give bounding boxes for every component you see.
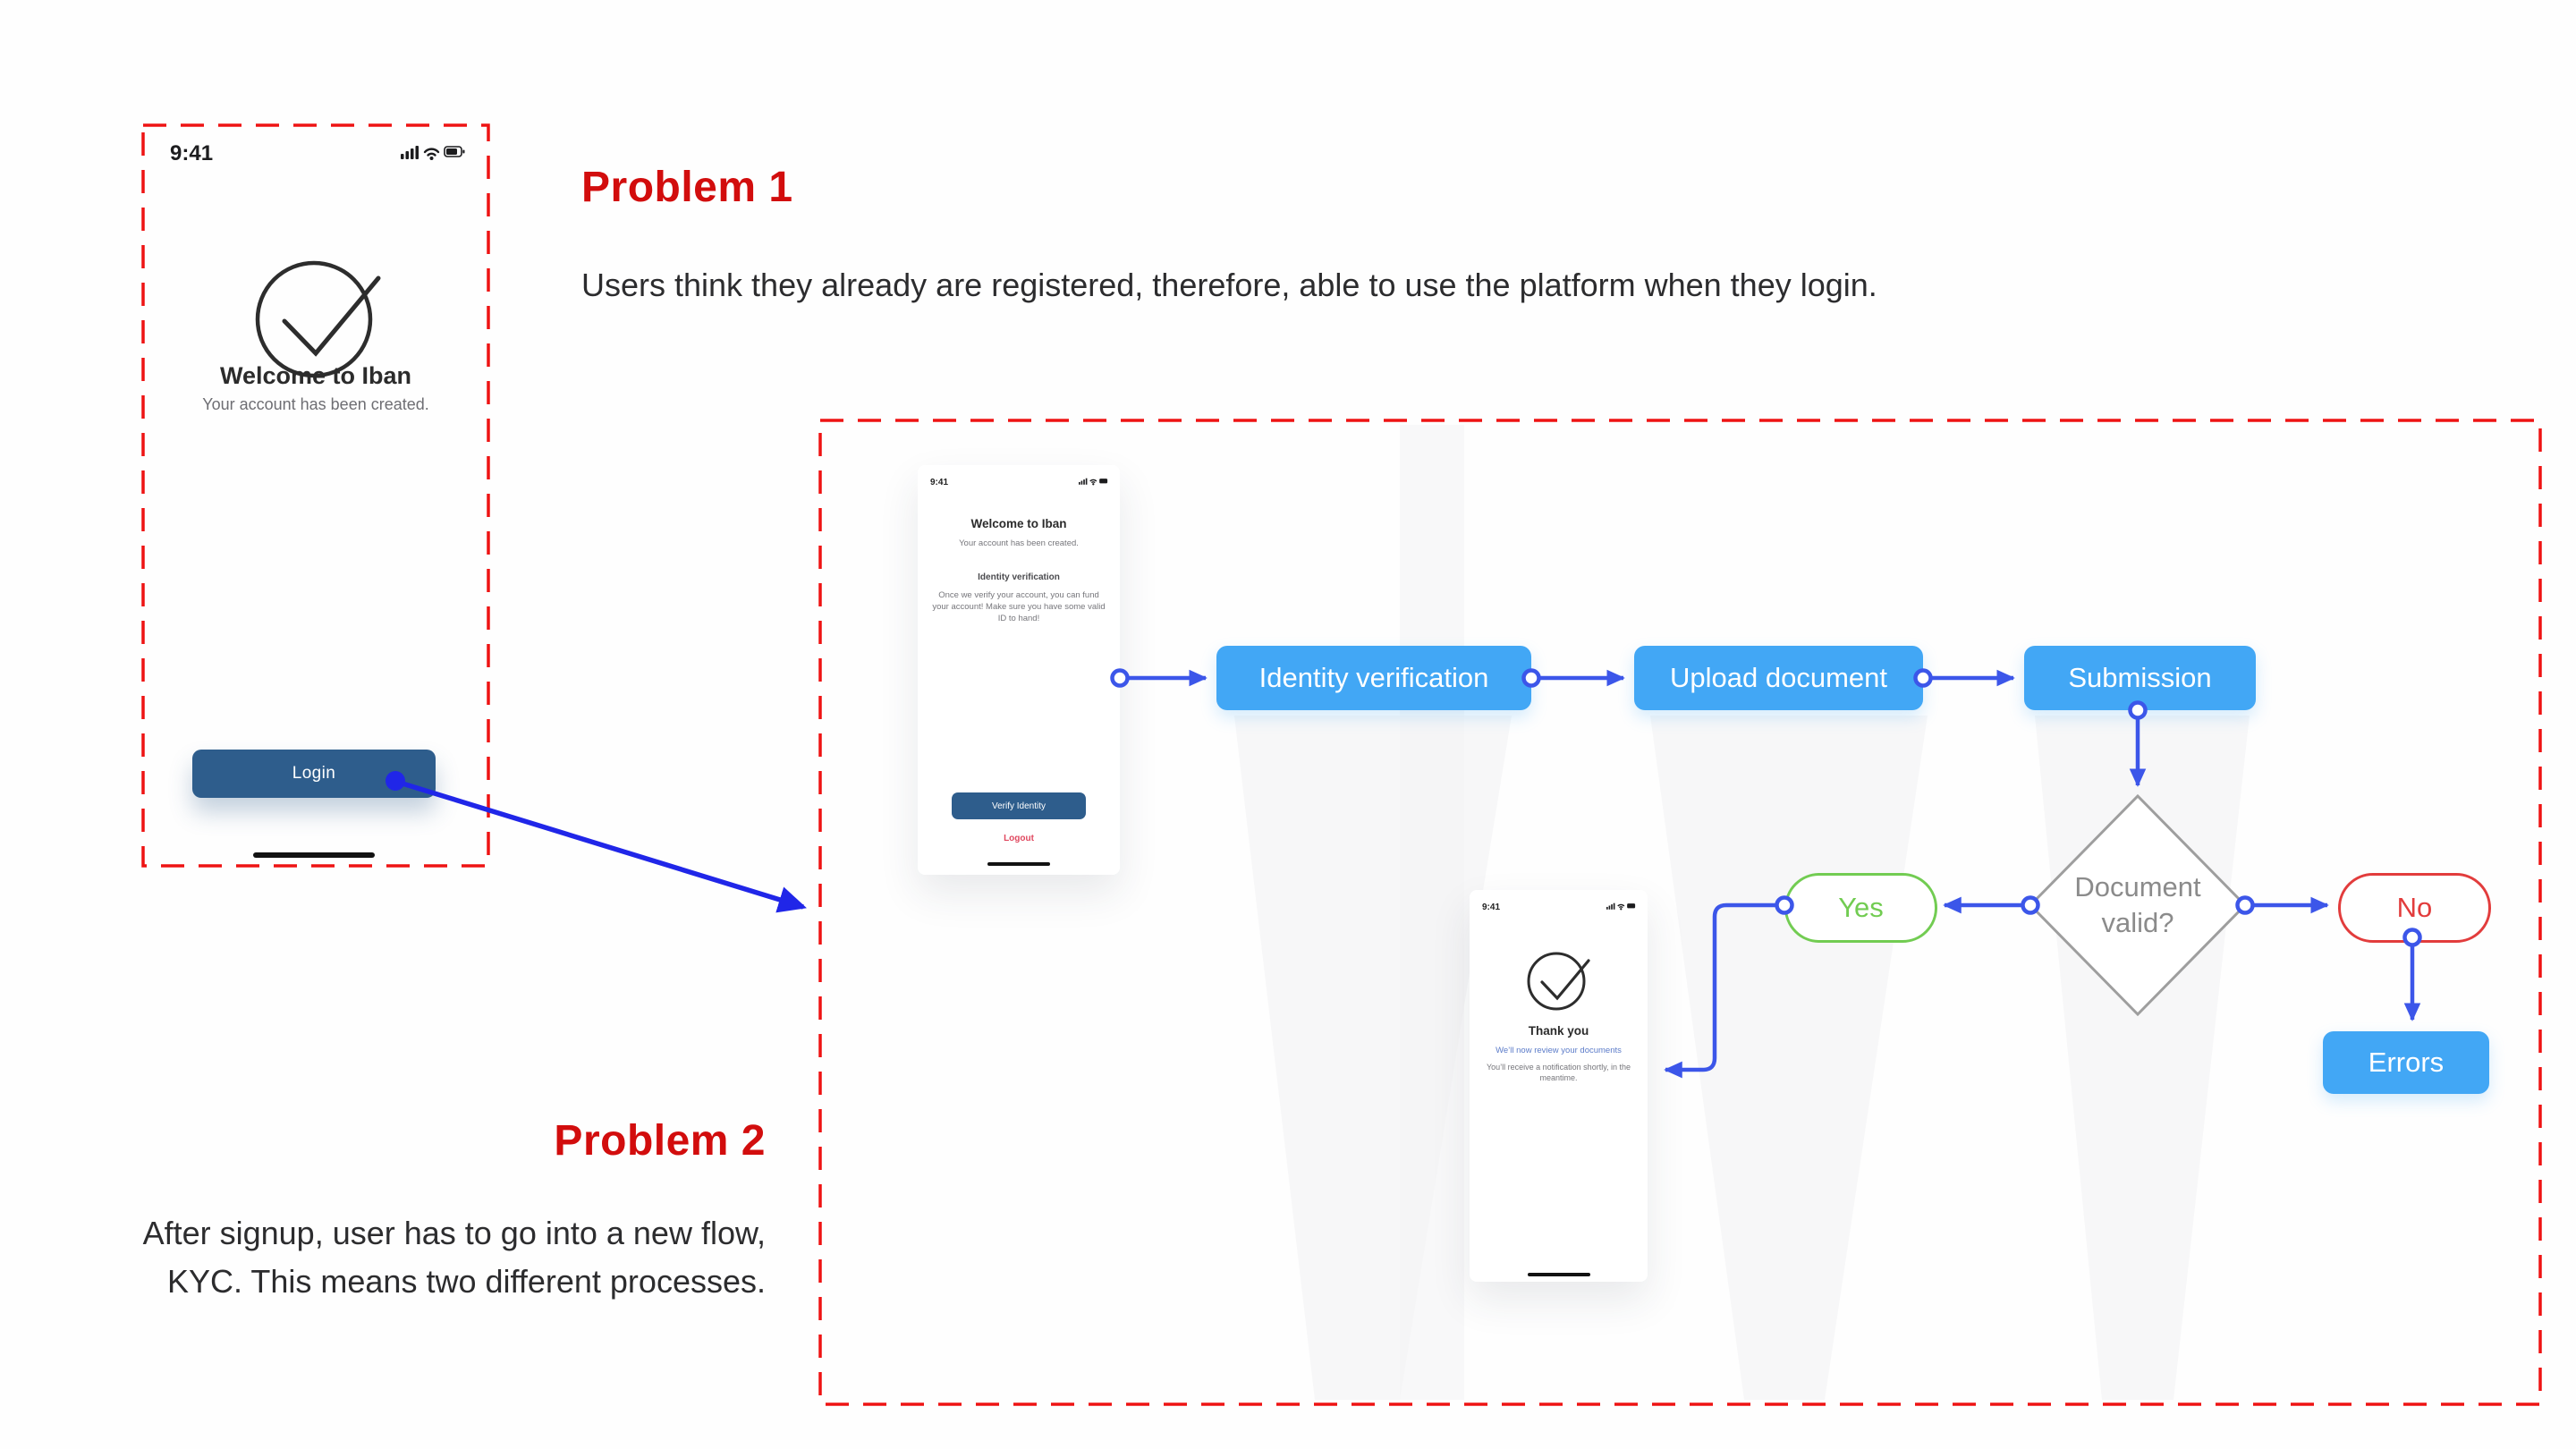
flow-step-submission: Submission <box>2024 646 2256 710</box>
decision-line-1: Document <box>2074 871 2201 902</box>
flow-yes-node: Yes <box>1784 873 1937 943</box>
kyc-phone-mockup: 9:41 Welcome to Iban Your account has be… <box>918 465 1120 875</box>
flow-no-node: No <box>2338 873 2491 943</box>
status-bar: 9:41 <box>170 141 465 166</box>
connector-dot <box>2235 895 2255 915</box>
decision-diamond-label: Document valid? <box>2048 869 2227 940</box>
notification-notice: You’ll receive a notification shortly, i… <box>1486 1063 1631 1083</box>
flow-step-identity-verification: Identity verification <box>1216 646 1531 710</box>
status-bar: 9:41 <box>930 474 1109 490</box>
signal-icon <box>401 145 419 159</box>
thank-you-phone-mockup: 9:41 Thank you We’ll now review your doc… <box>1470 890 1648 1282</box>
problem-1-title: Problem 1 <box>581 164 793 211</box>
welcome-title: Welcome to Iban <box>219 362 412 389</box>
problem-2-description: After signup, user has to go into a new … <box>142 1215 766 1300</box>
problem-1-description: Users think they already are registered,… <box>581 267 1877 303</box>
status-time: 9:41 <box>930 477 949 487</box>
home-indicator <box>987 862 1050 866</box>
status-time: 9:41 <box>170 141 214 165</box>
home-indicator <box>253 852 375 858</box>
problem-2-title: Problem 2 <box>554 1117 766 1165</box>
login-button[interactable]: Login <box>192 750 436 798</box>
flow-arrow-return <box>1664 902 1776 1079</box>
status-time: 9:41 <box>1482 902 1501 912</box>
connector-dot <box>2021 895 2040 915</box>
verification-instructions: Once we verify your account, you can fun… <box>932 590 1106 623</box>
status-bar: 9:41 <box>1482 899 1637 915</box>
status-icons <box>1079 474 1109 490</box>
status-icons <box>1606 899 1637 915</box>
login-phone-mockup: 9:41 <box>143 125 488 866</box>
check-circle-icon <box>1527 952 1590 1011</box>
wifi-icon <box>423 147 440 157</box>
status-icons <box>401 143 465 165</box>
account-created-subtitle: Your account has been created. <box>959 538 1079 548</box>
account-created-subtitle: Your account has been created. <box>202 395 429 413</box>
verify-identity-button[interactable]: Verify Identity <box>952 792 1086 819</box>
welcome-title: Welcome to Iban <box>970 517 1067 530</box>
flow-errors-node: Errors <box>2323 1031 2489 1094</box>
flow-step-upload-document: Upload document <box>1634 646 1923 710</box>
review-documents-line: We’ll now review your documents <box>1496 1046 1622 1055</box>
logout-link[interactable]: Logout <box>1004 834 1034 843</box>
thank-you-title: Thank you <box>1528 1024 1589 1038</box>
home-indicator <box>1528 1273 1590 1276</box>
decision-line-2: valid? <box>2101 906 2174 938</box>
identity-verification-heading: Identity verification <box>978 572 1060 582</box>
battery-icon <box>444 145 465 157</box>
